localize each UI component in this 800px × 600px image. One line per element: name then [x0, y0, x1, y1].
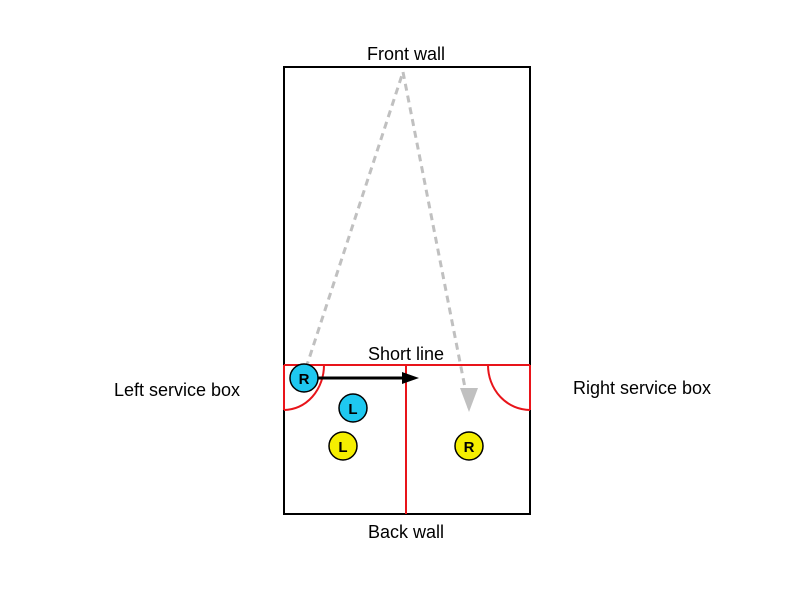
- server-movement-arrowhead: [402, 372, 419, 384]
- back-wall-label: Back wall: [368, 522, 444, 542]
- short-line-label: Short line: [368, 344, 444, 364]
- right-service-box-arc: [487, 364, 531, 411]
- left-service-box-arc: [283, 364, 325, 411]
- player-server: R: [289, 363, 319, 393]
- player-receiver-left: L: [328, 431, 358, 461]
- player-server-partner: L: [338, 393, 368, 423]
- player-receiver-right: R: [454, 431, 484, 461]
- svg-text:R: R: [299, 371, 310, 388]
- ball-path-to-receiver: [401, 71, 471, 409]
- left-service-box-label: Left service box: [114, 380, 240, 400]
- svg-text:L: L: [348, 401, 357, 418]
- front-wall-label: Front wall: [367, 44, 445, 64]
- svg-text:R: R: [464, 439, 475, 456]
- ball-path-arrowhead: [460, 388, 478, 412]
- right-service-box-label: Right service box: [573, 378, 711, 398]
- ball-path-to-front-wall: [304, 71, 405, 369]
- svg-text:L: L: [338, 439, 347, 456]
